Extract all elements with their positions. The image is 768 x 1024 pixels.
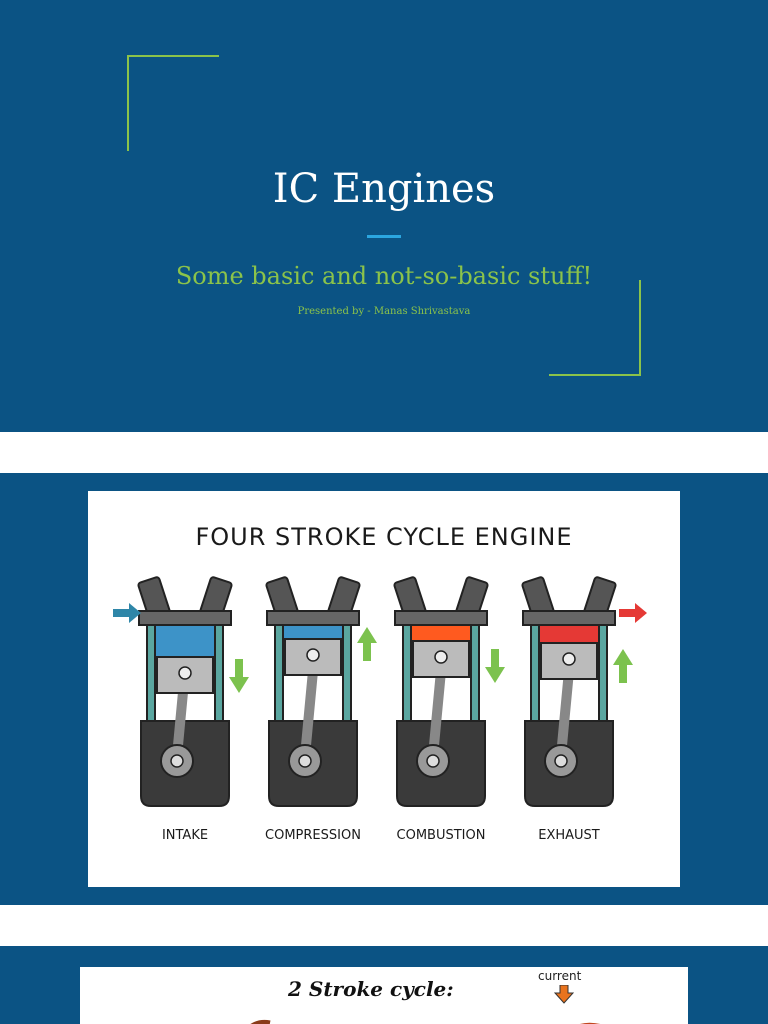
two-stroke-diagram: 2 Stroke cycle: current xyxy=(80,967,688,1024)
title-slide: IC Engines Some basic and not-so-basic s… xyxy=(0,0,768,432)
slide-subtitle: Some basic and not-so-basic stuff! xyxy=(175,262,593,290)
corner-bracket-bottom-right xyxy=(549,280,641,376)
engine-illustrations xyxy=(113,571,647,821)
down-arrow-icon xyxy=(554,985,574,1004)
engine-exhaust-illustration xyxy=(522,577,647,806)
engine-combustion-illustration xyxy=(394,577,505,806)
stage-label-exhaust: EXHAUST xyxy=(538,828,600,843)
diagram-title: FOUR STROKE CYCLE ENGINE xyxy=(195,523,573,551)
diagram-title: 2 Stroke cycle: xyxy=(288,977,454,1001)
two-stroke-slide: 2 Stroke cycle: current xyxy=(0,946,768,1024)
two-stroke-illustration-fragment xyxy=(250,1019,601,1024)
stage-label-compression: COMPRESSION xyxy=(265,828,361,843)
four-stroke-slide: FOUR STROKE CYCLE ENGINE xyxy=(0,473,768,905)
engine-intake-illustration xyxy=(113,577,249,806)
stage-label-combustion: COMBUSTION xyxy=(396,828,486,843)
current-label: current xyxy=(538,969,582,983)
four-stroke-diagram: FOUR STROKE CYCLE ENGINE xyxy=(88,491,680,887)
engine-compression-illustration xyxy=(266,577,377,806)
stage-label-intake: INTAKE xyxy=(161,828,209,843)
slide-title: IC Engines xyxy=(272,166,496,212)
title-underline xyxy=(367,235,401,238)
corner-bracket-top-left xyxy=(127,55,219,151)
presenter-credit: Presented by - Manas Shrivastava xyxy=(297,306,471,317)
